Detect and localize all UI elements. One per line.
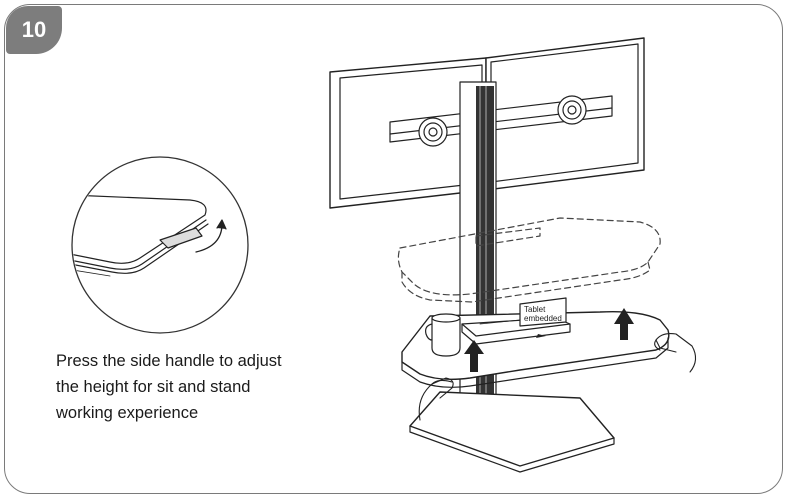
instruction-text: Press the side handle to adjust the heig… [56,348,346,426]
handle-detail-zoom-circle [71,156,249,334]
instruction-line-1: Press the side handle to adjust [56,352,282,370]
coffee-mug [425,313,461,357]
instruction-line-2: the height for sit and stand [56,378,251,396]
raised-desk-outline [397,217,661,303]
hands [418,333,697,421]
step-number-badge: 10 [6,6,62,54]
instruction-line-3: working experience [56,404,199,422]
monitor-mount-arm [389,95,613,147]
tablet-label-line1: Tablet [524,305,546,314]
lift-arrow-icons [464,308,634,372]
tablet-label-line2: embedded [524,314,562,323]
desk-base [409,391,615,473]
step-number: 10 [21,17,47,42]
